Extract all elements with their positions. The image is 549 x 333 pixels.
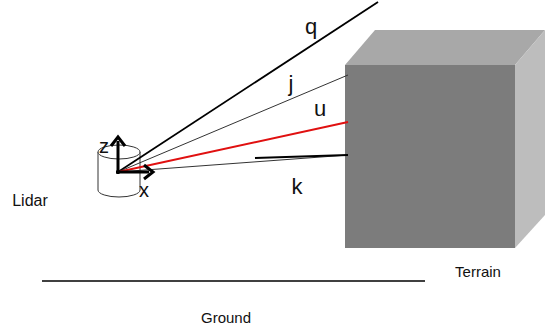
ray-j xyxy=(118,75,348,172)
label: x xyxy=(139,180,149,200)
x-arrowhead xyxy=(144,165,153,179)
label: k xyxy=(292,176,303,198)
label: Ground xyxy=(201,310,251,325)
label: j xyxy=(289,73,294,95)
ray-u xyxy=(118,122,348,172)
ray-q xyxy=(118,2,378,172)
z-axis xyxy=(117,141,120,174)
label: z xyxy=(99,136,109,156)
terrain-side xyxy=(515,30,545,248)
label: q xyxy=(305,16,317,38)
terrain-front xyxy=(345,65,515,248)
z-arrowhead xyxy=(111,137,125,146)
x-axis xyxy=(116,171,149,174)
label: u xyxy=(314,98,326,120)
ray-k xyxy=(118,155,348,172)
label: Lidar xyxy=(12,193,48,209)
ray-k-segment xyxy=(255,155,348,158)
ground-line xyxy=(42,280,425,282)
terrain-top xyxy=(345,30,545,65)
label: Terrain xyxy=(455,264,501,279)
